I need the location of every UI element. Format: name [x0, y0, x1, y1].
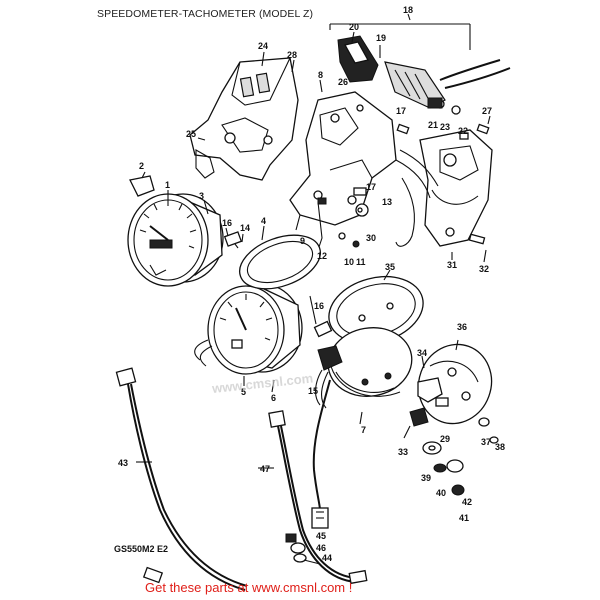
callout-43: 43: [118, 458, 128, 468]
callout-24: 24: [258, 41, 268, 51]
watermark: www.cmsnl.com: [210, 370, 313, 396]
indicator-lamp-assembly: [337, 35, 511, 115]
callout-21: 21: [428, 120, 438, 130]
hardware-screws: [317, 123, 490, 251]
meter-cover-assembly: [189, 57, 299, 181]
callout-29: 29: [440, 434, 450, 444]
callout-labels: 1 2 3 4 5 6 7 8 9 10 11 12 13 14 15 16 1…: [118, 5, 505, 563]
callout-20: 20: [349, 22, 359, 32]
model-code: GS550M2 E2: [114, 544, 168, 554]
callout-44: 44: [322, 553, 332, 563]
tachometer: [194, 283, 303, 375]
callout-13: 13: [382, 197, 392, 207]
callout-1: 1: [165, 180, 170, 190]
meter-housing: [327, 276, 424, 397]
meter-cushion: [223, 231, 321, 290]
callout-12: 12: [317, 251, 327, 261]
speedometer-cable: [115, 367, 248, 591]
leader-lines: [136, 13, 491, 469]
callout-10: 10: [344, 257, 354, 267]
callout-3: 3: [199, 191, 204, 201]
tachometer-cable: [268, 410, 368, 585]
grommets: [285, 533, 321, 565]
callout-41: 41: [459, 513, 469, 523]
washers-and-nuts: [422, 417, 499, 496]
callout-35: 35: [385, 262, 395, 272]
callout-9: 9: [300, 236, 305, 246]
page-title: SPEEDOMETER-TACHOMETER (MODEL Z): [97, 8, 314, 20]
callout-31: 31: [447, 260, 457, 270]
callout-37: 37: [481, 437, 491, 447]
callout-27: 27: [482, 106, 492, 116]
callout-42: 42: [462, 497, 472, 507]
callout-47: 47: [260, 464, 270, 474]
callout-23: 23: [440, 122, 450, 132]
callout-4: 4: [261, 216, 266, 226]
callout-6: 6: [271, 393, 276, 403]
meter-bracket: [289, 91, 397, 231]
speedometer: [127, 175, 224, 287]
speedometer-dial-ticks: [139, 200, 197, 249]
callout-46: 46: [316, 543, 326, 553]
footer-link[interactable]: Get these parts at www.cmsnl.com !: [145, 580, 353, 595]
callout-8: 8: [318, 70, 323, 80]
callout-2: 2: [139, 161, 144, 171]
callout-7: 7: [361, 425, 366, 435]
callout-36: 36: [457, 322, 467, 332]
callout-22: 22: [458, 126, 468, 136]
lamp-socket: [313, 320, 343, 409]
callout-5: 5: [241, 387, 246, 397]
callout-39: 39: [421, 473, 431, 483]
callout-33: 33: [398, 447, 408, 457]
callout-30: 30: [366, 233, 376, 243]
callout-38: 38: [495, 442, 505, 452]
callout-34: 34: [417, 348, 427, 358]
callout-28: 28: [287, 50, 297, 60]
callout-32: 32: [479, 264, 489, 274]
callout-17b: 17: [366, 182, 376, 192]
callout-17a: 17: [396, 106, 406, 116]
callout-16a: 16: [222, 218, 232, 228]
callout-15: 15: [308, 386, 318, 396]
callout-16b: 16: [314, 301, 324, 311]
callout-18: 18: [403, 5, 413, 15]
callout-19: 19: [376, 33, 386, 43]
callout-11: 11: [356, 257, 366, 267]
callout-45: 45: [316, 531, 326, 541]
callout-14: 14: [240, 223, 250, 233]
callout-40: 40: [436, 488, 446, 498]
callout-26: 26: [338, 77, 348, 87]
lamp-housing: [395, 129, 493, 247]
indicator-plate: [409, 343, 493, 427]
wire-harness: [311, 379, 331, 529]
callout-25: 25: [186, 129, 196, 139]
